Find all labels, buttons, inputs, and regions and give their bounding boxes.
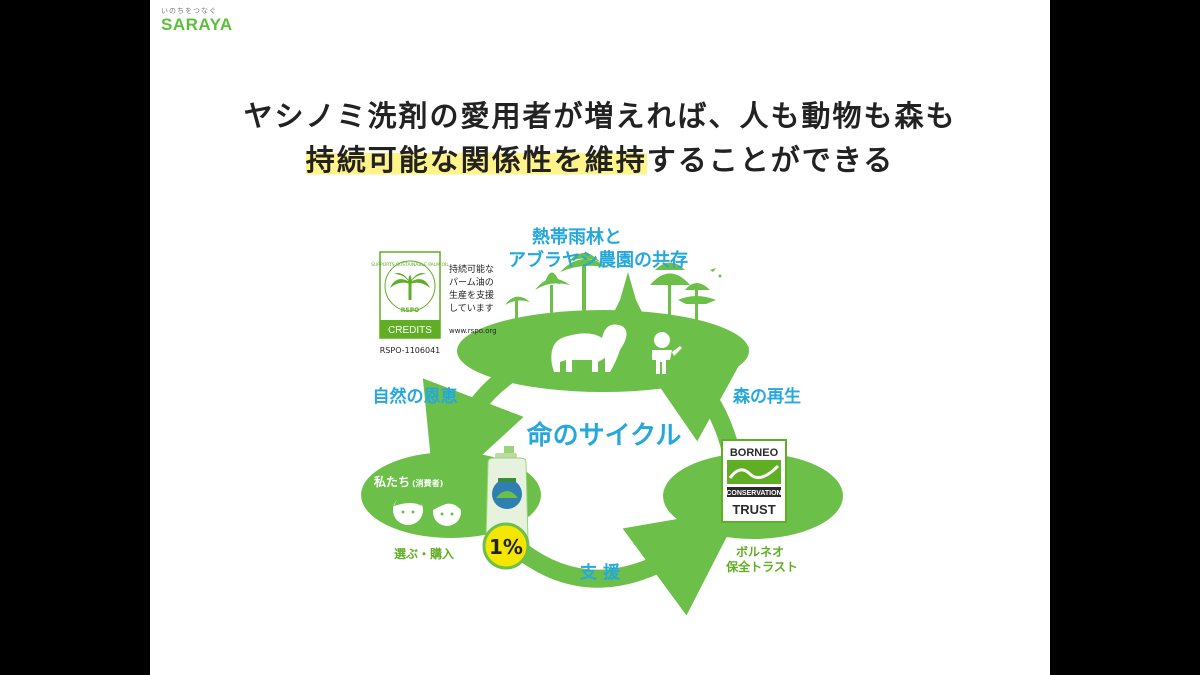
consumer-sublabel: (消費者) — [412, 478, 443, 488]
bct-logo: BORNEO CONSERVATION TRUST — [721, 439, 787, 523]
headline-line-2: 持続可能な関係性を維持することができる — [150, 137, 1050, 179]
person-face-icon-2 — [433, 495, 462, 526]
child-icon — [652, 332, 682, 374]
support-label: 支 援 — [580, 562, 621, 583]
bct-node: BORNEO CONSERVATION TRUST — [663, 439, 843, 539]
logo-tagline: いのちをつなぐ — [161, 7, 217, 15]
rspo-badge: SUPPORTS SUSTAINABLE PALM OIL RSPO CREDI… — [371, 251, 449, 339]
rspo-desc-2: パーム油の — [449, 276, 494, 288]
bct-name-line-2: 保全トラスト — [725, 559, 798, 574]
nature-benefit-label: 自然の恩恵 — [373, 386, 458, 407]
slide: いのちをつなぐ SARAYA ヤシノミ洗剤の愛用者が増えれば、人も動物も森も 持… — [150, 0, 1050, 675]
rspo-mark: RSPO — [401, 307, 419, 314]
bct-logo-trust: TRUST — [732, 502, 775, 517]
rspo-ring-text: SUPPORTS SUSTAINABLE PALM OIL — [371, 262, 449, 268]
top-title-line-1: 熱帯雨林と — [532, 226, 622, 248]
forest-regeneration-label: 森の再生 — [733, 386, 801, 407]
bct-logo-borneo: BORNEO — [730, 447, 779, 459]
arrow-support — [514, 508, 742, 616]
jungle-silhouette — [505, 253, 722, 325]
headline-highlight: 持続可能な関係性を維持 — [305, 143, 647, 177]
top-title-line-2: アブラヤシ農園の共存 — [508, 249, 688, 271]
rspo-url: www.rspo.org — [449, 327, 497, 335]
rspo-credits: CREDITS — [388, 325, 432, 336]
palm-tree-icon — [390, 273, 430, 300]
life-cycle-diagram: 私たち (消費者) — [361, 226, 843, 616]
rspo-desc-1: 持続可能な — [449, 263, 494, 275]
logo-name: SARAYA — [161, 15, 233, 34]
one-percent-badge: 1% — [482, 522, 530, 570]
headline-line-1: ヤシノミ洗剤の愛用者が増えれば、人も動物も森も — [243, 99, 957, 133]
headline-rest: することができる — [646, 143, 895, 177]
one-percent-label: 1% — [489, 535, 523, 559]
consumer-label: 私たち — [373, 474, 410, 489]
bct-logo-conservation: CONSERVATION — [726, 490, 781, 497]
rspo-id: RSPO-1106041 — [380, 346, 441, 355]
rspo-desc-3: 生産を支援 — [449, 289, 494, 301]
choose-buy-label: 選ぶ・購入 — [394, 546, 454, 561]
elephant-icon — [551, 324, 627, 372]
person-face-icon — [393, 494, 423, 525]
rainforest-node — [457, 253, 749, 392]
saraya-logo: いのちをつなぐ SARAYA — [161, 6, 233, 33]
rspo-desc-4: しています — [449, 303, 494, 314]
bct-name-line-1: ボルネオ — [736, 544, 784, 559]
cycle-center-label: 命のサイクル — [527, 420, 682, 451]
